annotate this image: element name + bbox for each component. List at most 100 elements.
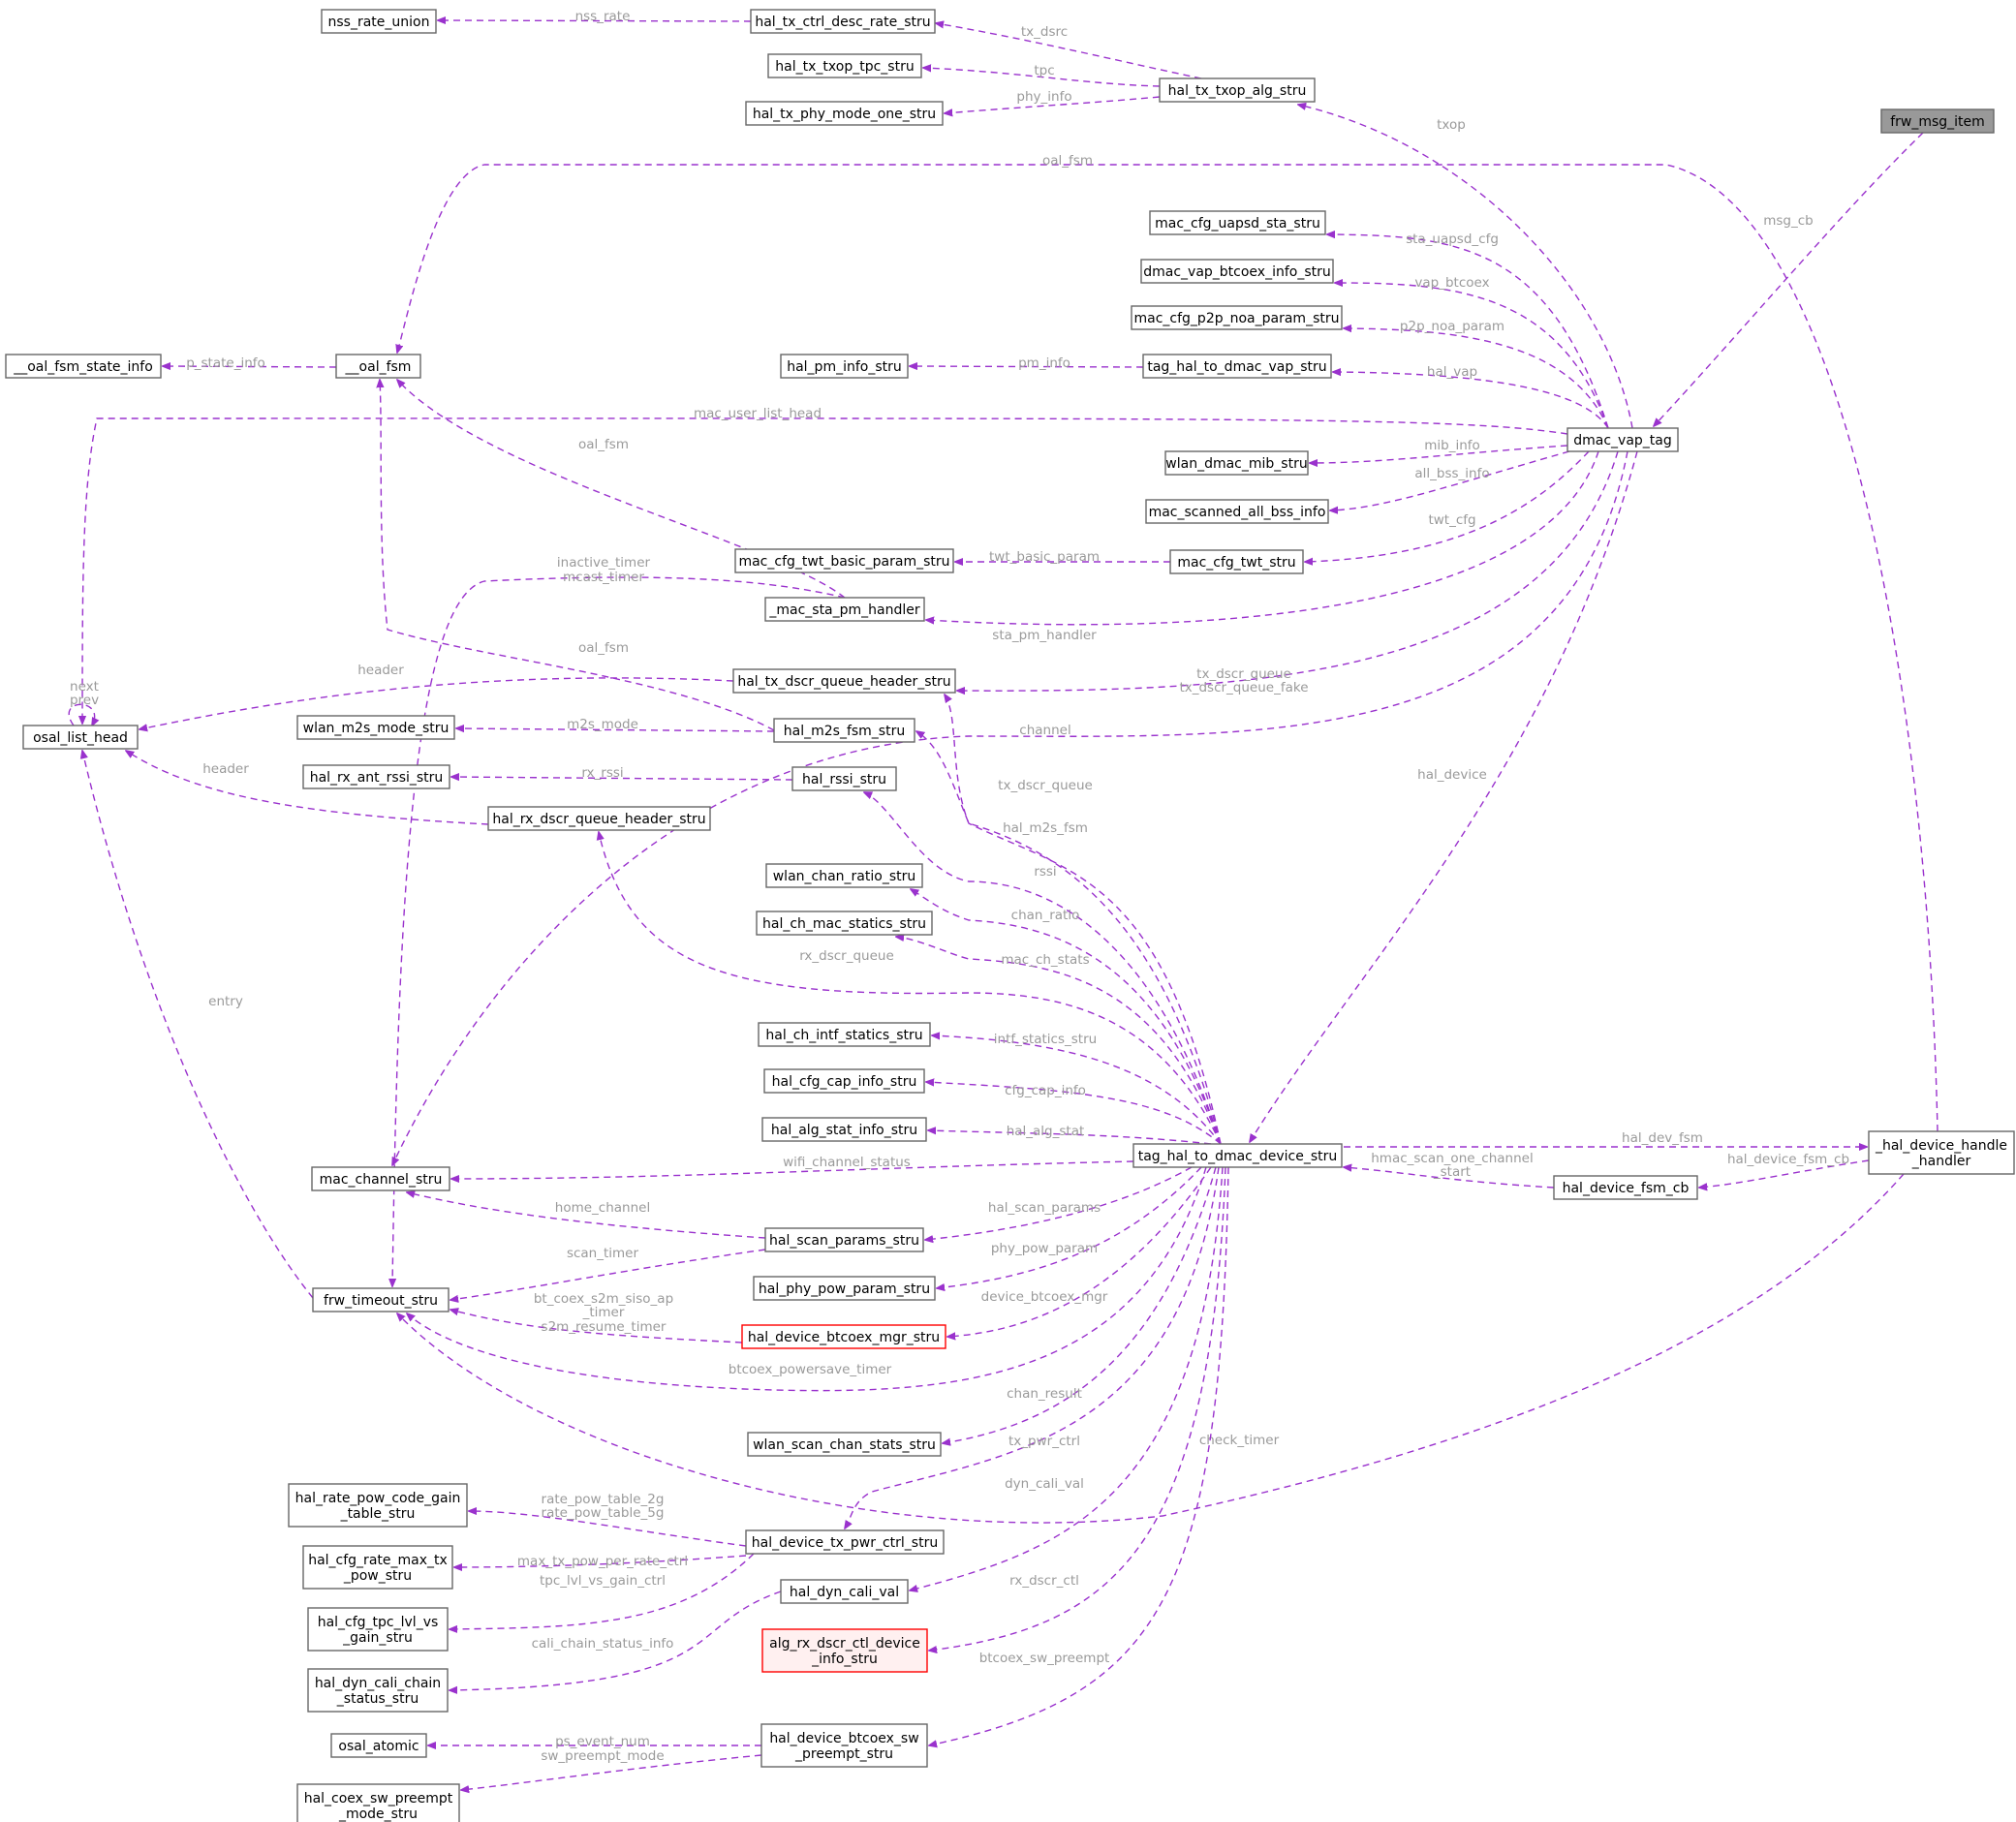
edge-line bbox=[68, 703, 94, 726]
node-osal-atomic[interactable]: osal_atomic bbox=[330, 1733, 427, 1758]
node-hal-tx-txop-alg-stru[interactable]: hal_tx_txop_alg_stru bbox=[1159, 77, 1316, 103]
node-label: hal_dyn_cali_val bbox=[790, 1585, 899, 1600]
edge-chan-result: chan_result bbox=[943, 1166, 1217, 1443]
node-label: hal_tx_dscr_queue_header_stru bbox=[737, 674, 950, 690]
node-hal-alg-stat-info-stru[interactable]: hal_alg_stat_info_stru bbox=[761, 1117, 927, 1142]
node-hal-ch-mac-statics-stru[interactable]: hal_ch_mac_statics_stru bbox=[756, 911, 933, 936]
node-box bbox=[745, 1529, 945, 1555]
edge-line bbox=[407, 1166, 1207, 1392]
node-hal-dyn-cali-val[interactable]: hal_dyn_cali_val bbox=[780, 1579, 909, 1604]
node-wlan-chan-ratio-stru[interactable]: wlan_chan_ratio_stru bbox=[765, 863, 923, 888]
node-mac-cfg-p2p-noa-param-stru[interactable]: mac_cfg_p2p_noa_param_stru bbox=[1131, 305, 1343, 330]
node-hal-device-tx-pwr-ctrl-stru[interactable]: hal_device_tx_pwr_ctrl_stru bbox=[745, 1529, 945, 1555]
node-box bbox=[761, 1117, 927, 1142]
node-hal-tx-dscr-queue-header-stru[interactable]: hal_tx_dscr_queue_header_stru bbox=[732, 668, 956, 694]
edge-label: rx_dscr_queue bbox=[799, 948, 894, 964]
node-box bbox=[761, 1628, 928, 1673]
node-alg-rx-dscr-ctl-device-info-stru[interactable]: alg_rx_dscr_ctl_device_info_stru bbox=[761, 1628, 928, 1673]
node-tag-hal-to-dmac-device-stru[interactable]: tag_hal_to_dmac_device_stru bbox=[1132, 1143, 1343, 1168]
node-hal-dyn-cali-chain-status-stru[interactable]: hal_dyn_cali_chain_status_stru bbox=[307, 1668, 449, 1713]
edge-line bbox=[397, 1173, 1905, 1524]
node-hal-ch-intf-statics-stru[interactable]: hal_ch_intf_statics_stru bbox=[758, 1022, 931, 1047]
node-box bbox=[767, 53, 922, 78]
node-mac-scanned-all-bss-info[interactable]: mac_scanned_all_bss_info bbox=[1145, 499, 1329, 524]
node-nss-rate-union[interactable]: nss_rate_union bbox=[321, 9, 437, 34]
node-osal-list-head[interactable]: osal_list_head bbox=[22, 725, 139, 750]
edge-line bbox=[380, 380, 775, 731]
edge-label: tpc_lvl_vs_gain_ctrl bbox=[540, 1573, 666, 1589]
node-hal-tx-ctrl-desc-rate-stru[interactable]: hal_tx_ctrl_desc_rate_stru bbox=[750, 9, 936, 34]
node-label: hal_cfg_rate_max_tx bbox=[308, 1553, 448, 1568]
edge-hal-device: hal_device bbox=[1250, 450, 1638, 1142]
edge-rx-dscr-ctl: rx_dscr_ctl bbox=[929, 1166, 1226, 1651]
edge-sta-pm-handler: sta_pm_handler bbox=[926, 450, 1599, 643]
node-hal-tx-txop-tpc-stru[interactable]: hal_tx_txop_tpc_stru bbox=[767, 53, 922, 78]
node-wlan-dmac-mib-stru[interactable]: wlan_dmac_mib_stru bbox=[1164, 450, 1309, 476]
node-hal-device-btcoex-mgr-stru[interactable]: hal_device_btcoex_mgr_stru bbox=[741, 1324, 946, 1349]
node-label: hal_ch_mac_statics_stru bbox=[762, 916, 926, 932]
node-hal-pm-info-stru[interactable]: hal_pm_info_stru bbox=[780, 354, 909, 379]
node-frw-msg-item[interactable]: frw_msg_item bbox=[1880, 108, 1995, 134]
node-dmac-vap-btcoex-info-stru[interactable]: dmac_vap_btcoex_info_stru bbox=[1140, 259, 1334, 284]
edge-label: hal_device_fsm_cb bbox=[1727, 1152, 1849, 1167]
node-oal-fsm[interactable]: __oal_fsm bbox=[335, 354, 421, 379]
node-hal-rx-dscr-queue-header-stru[interactable]: hal_rx_dscr_queue_header_stru bbox=[487, 806, 711, 831]
node-wlan-scan-chan-stats-stru[interactable]: wlan_scan_chan_stats_stru bbox=[747, 1432, 942, 1457]
edge-label: cali_chain_status_info bbox=[532, 1636, 674, 1652]
node-box bbox=[1159, 77, 1316, 103]
node-label: mac_cfg_p2p_noa_param_stru bbox=[1134, 311, 1340, 326]
edge-tpc-lvl: tpc_lvl_vs_gain_ctrl bbox=[450, 1553, 755, 1629]
edge-label: nss_rate bbox=[575, 9, 631, 24]
node-hal-m2s-fsm-stru[interactable]: hal_m2s_fsm_stru bbox=[773, 718, 915, 743]
node-hal-cfg-rate-max-tx-pow-stru[interactable]: hal_cfg_rate_max_tx_pow_stru bbox=[302, 1545, 453, 1590]
node-hal-rx-ant-rssi-stru[interactable]: hal_rx_ant_rssi_stru bbox=[302, 764, 450, 789]
edge-sw-preempt-mode: sw_preempt_mode bbox=[461, 1748, 762, 1790]
edge-p2p-noa-param: p2p_noa_param bbox=[1344, 319, 1609, 429]
node-dmac-vap-tag[interactable]: dmac_vap_tag bbox=[1566, 427, 1679, 452]
node-wlan-m2s-mode-stru[interactable]: wlan_m2s_mode_stru bbox=[296, 715, 455, 740]
node-box bbox=[1142, 354, 1332, 379]
edge-twt-basic-param: twt_basic_param bbox=[955, 549, 1170, 565]
node-tag-hal-to-dmac-vap-stru[interactable]: tag_hal_to_dmac_vap_stru bbox=[1142, 354, 1332, 379]
node-mac-cfg-twt-stru[interactable]: mac_cfg_twt_stru bbox=[1169, 549, 1304, 574]
edge-line bbox=[1298, 105, 1633, 429]
node-frw-timeout-stru[interactable]: frw_timeout_stru bbox=[312, 1287, 450, 1312]
node-box bbox=[1145, 499, 1329, 524]
edge-label: all_bss_info bbox=[1414, 466, 1489, 481]
node-hal-cfg-cap-info-stru[interactable]: hal_cfg_cap_info_stru bbox=[763, 1068, 925, 1094]
node-hal-phy-pow-param-stru[interactable]: hal_phy_pow_param_stru bbox=[753, 1276, 936, 1301]
node-hal-device-handle-handler[interactable]: _hal_device_handle_handler bbox=[1868, 1130, 2015, 1175]
edge-label: s2m_resume_timer bbox=[542, 1319, 667, 1335]
edge-label: tx_pwr_ctrl bbox=[1008, 1434, 1080, 1449]
node-mac-sta-pm-handler[interactable]: _mac_sta_pm_handler bbox=[764, 597, 925, 622]
node-hal-scan-params-stru[interactable]: hal_scan_params_stru bbox=[764, 1227, 924, 1252]
edge-oal-fsm-top: oal_fsm bbox=[397, 153, 1938, 1132]
node-mac-cfg-twt-basic-param-stru[interactable]: mac_cfg_twt_basic_param_stru bbox=[734, 548, 954, 573]
node-label: __oal_fsm bbox=[345, 359, 412, 375]
node-hal-rssi-stru[interactable]: hal_rssi_stru bbox=[791, 766, 897, 791]
edge-cali-chain: cali_chain_status_info bbox=[450, 1590, 782, 1690]
edge-label: vap_btcoex bbox=[1414, 275, 1489, 291]
edge-label: btcoex_powersave_timer bbox=[729, 1362, 892, 1377]
node-label: _mode_stru bbox=[338, 1807, 418, 1822]
node-label: wlan_m2s_mode_stru bbox=[303, 721, 450, 736]
node-hal-cfg-tpc-lvl-vs-gain-stru[interactable]: hal_cfg_tpc_lvl_vs_gain_stru bbox=[307, 1607, 449, 1652]
node-mac-channel-stru[interactable]: mac_channel_stru bbox=[311, 1166, 450, 1191]
node-hal-coex-sw-preempt-mode-stru[interactable]: hal_coex_sw_preempt_mode_stru bbox=[296, 1783, 460, 1822]
node-mac-cfg-uapsd-sta-stru[interactable]: mac_cfg_uapsd_sta_stru bbox=[1149, 210, 1326, 235]
node-hal-rate-pow-code-gain-table-stru[interactable]: hal_rate_pow_code_gain_table_stru bbox=[288, 1483, 468, 1528]
node-oal-fsm-state-info[interactable]: __oal_fsm_state_info bbox=[5, 354, 162, 379]
edge-label: mac_user_list_head bbox=[694, 406, 822, 421]
node-hal-tx-phy-mode-one-stru[interactable]: hal_tx_phy_mode_one_stru bbox=[745, 101, 944, 126]
edge-label: p_state_info bbox=[186, 355, 265, 371]
node-box bbox=[335, 354, 421, 379]
node-hal-device-btcoex-sw-preempt-stru[interactable]: hal_device_btcoex_sw_preempt_stru bbox=[760, 1723, 928, 1768]
edge-label: txop bbox=[1437, 117, 1466, 133]
node-hal-device-fsm-cb[interactable]: hal_device_fsm_cb bbox=[1553, 1175, 1698, 1200]
edge-label: cfg_cap_info bbox=[1005, 1083, 1086, 1098]
edge-label: m2s_mode bbox=[567, 717, 638, 732]
node-box bbox=[296, 1783, 460, 1822]
node-label: hal_phy_pow_param_stru bbox=[759, 1282, 930, 1297]
